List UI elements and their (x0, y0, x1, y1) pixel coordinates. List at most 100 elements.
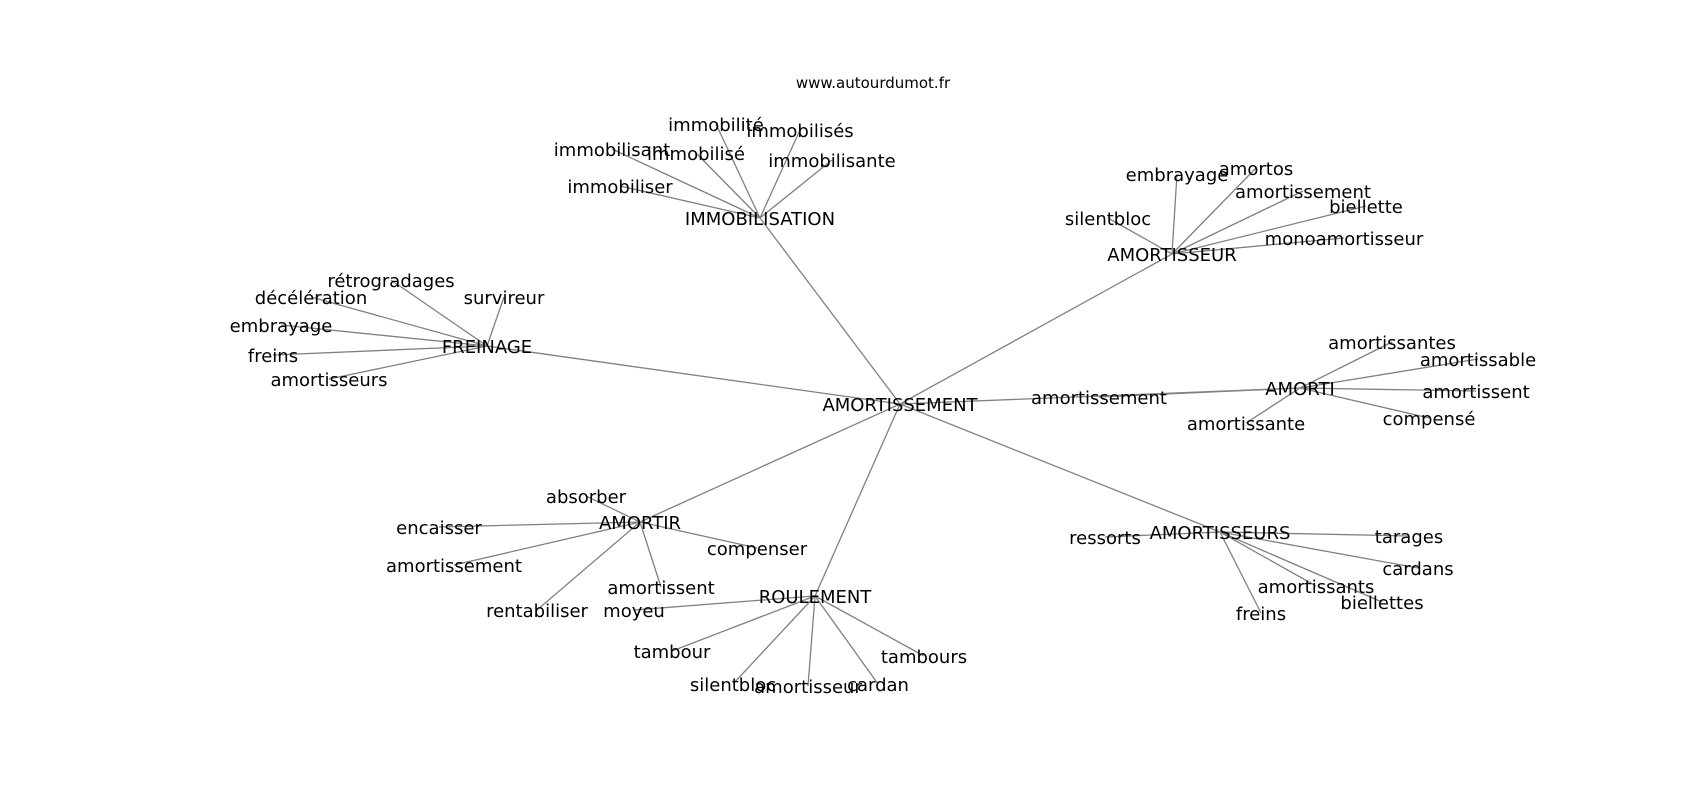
leaf-node-label: rentabiliser (486, 601, 588, 622)
edge-roulement-leaf (633, 595, 816, 611)
edge-amortir-leaf (438, 521, 641, 528)
edge-amorti-leaf (1299, 387, 1477, 392)
edge-amortisseurs-leaf (1219, 531, 1410, 537)
edge-amortisseurs-leaf (1219, 531, 1317, 587)
leaf-node-label: tarages (1375, 527, 1443, 548)
edge-amortir-leaf (536, 521, 641, 611)
graph-edges (272, 123, 1479, 687)
edge-roulement-leaf (814, 595, 925, 657)
edge-immobilisation-leaf (619, 185, 761, 219)
leaf-node-label: amortisseurs (270, 370, 387, 391)
hub-node-label: ROULEMENT (759, 587, 873, 608)
leaf-node-label: absorber (546, 487, 627, 508)
leaf-node-label: embrayage (230, 316, 333, 337)
leaf-node-label: silentbloc (1065, 209, 1151, 230)
edge-amorti-leaf (1299, 341, 1393, 389)
edge-amortisseur-leaf (1171, 173, 1178, 255)
edge-amortisseur-leaf (1171, 205, 1367, 255)
leaf-node-label: immobilisé (647, 144, 745, 165)
hub-node-label: AMORTIR (599, 513, 681, 534)
leaf-node-label: amortissement (386, 556, 522, 577)
edge-amortisseur-leaf (1171, 167, 1257, 255)
center-node-label: AMORTISSEMENT (822, 395, 978, 416)
leaf-node-label: amortissantes (1328, 333, 1456, 354)
edge-amortisseurs-leaf (1219, 531, 1419, 569)
edge-immobilisation-leaf (759, 159, 833, 219)
edge-roulement-leaf (814, 595, 879, 685)
edge-freinage-leaf (390, 279, 488, 347)
edge-amortisseur-leaf (1107, 217, 1173, 255)
leaf-node-label: embrayage (1126, 165, 1229, 186)
edge-immobilisation-leaf (695, 152, 761, 219)
edge-roulement-leaf (732, 595, 816, 685)
leaf-node-label: amortissent (607, 578, 714, 599)
edge-immobilisation-leaf (759, 129, 801, 219)
leaf-node-label: rétrogradages (327, 271, 454, 292)
leaf-node-label: ressorts (1069, 528, 1141, 549)
leaf-node-label: moyeu (603, 601, 665, 622)
edge-roulement-leaf (807, 595, 816, 687)
hub-node-label: IMMOBILISATION (685, 209, 835, 230)
edge-freinage-leaf (310, 296, 488, 347)
hub-node-label: AMORTI (1265, 379, 1335, 400)
edge-center-freinage (486, 345, 901, 405)
leaf-node-label: tambours (881, 647, 967, 668)
edge-freinage-leaf (280, 324, 488, 347)
leaf-node-label: survireur (464, 288, 545, 309)
edge-amortisseur-leaf (1171, 237, 1345, 255)
edge-amortisseurs-leaf (1219, 531, 1262, 614)
graph-labels: www.autourdumot.fr AMORTISSEMENT immobil… (230, 74, 1536, 698)
leaf-node-label: amortisseur (754, 677, 862, 698)
edge-amortisseurs-leaf (1104, 531, 1221, 538)
edge-amortisseur-leaf (1171, 190, 1304, 255)
leaf-node-label: cardan (847, 675, 909, 696)
leaf-node-label: monoamortisseur (1265, 229, 1424, 250)
edge-center-amortisseur (899, 253, 1173, 405)
leaf-node-label: amortissent (1422, 382, 1529, 403)
leaf-node-label: amortissante (1187, 414, 1305, 435)
edge-roulement-leaf (671, 595, 816, 652)
leaf-node-label: freins (1236, 604, 1286, 625)
edge-immobilisation-leaf (611, 148, 761, 219)
edge-freinage-leaf (486, 296, 505, 347)
leaf-node-label: cardans (1382, 559, 1453, 580)
edge-amorti-leaf (1098, 387, 1301, 398)
hub-node-label: AMORTISSEURS (1150, 523, 1291, 544)
site-label: www.autourdumot.fr (796, 74, 951, 92)
leaf-node-label: immobilisante (768, 151, 895, 172)
edge-freinage-leaf (272, 345, 488, 356)
edge-amortir-leaf (639, 521, 662, 588)
edge-amortir-leaf (453, 521, 641, 566)
edge-amortir-leaf (639, 521, 758, 549)
edge-center-amortir (639, 403, 901, 523)
leaf-node-label: silentbloc (690, 675, 776, 696)
leaf-node-label: immobiliser (567, 177, 673, 198)
edge-amortisseurs-leaf (1219, 531, 1383, 603)
leaf-node-label: freins (248, 346, 298, 367)
edge-amortir-leaf (585, 495, 641, 523)
hub-node-label: AMORTISSEUR (1107, 245, 1236, 266)
leaf-node-label: décélération (255, 288, 367, 309)
leaf-node-label: immobilité (668, 115, 764, 136)
leaf-node-label: amortissable (1420, 350, 1536, 371)
edge-freinage-leaf (328, 345, 488, 380)
leaf-node-label: amortos (1219, 159, 1293, 180)
edge-center-immobilisation (759, 217, 901, 405)
edge-amorti-leaf (1299, 387, 1430, 419)
leaf-node-label: compenser (707, 539, 808, 560)
leaf-node-label: tambour (634, 642, 711, 663)
leaf-node-label: encaisser (396, 518, 482, 539)
hub-node-label: FREINAGE (442, 337, 532, 358)
edge-immobilisation-leaf (715, 123, 761, 219)
leaf-node-label: compensé (1383, 409, 1476, 430)
leaf-node-label: immobilisant (554, 140, 670, 161)
edge-amorti-leaf (1245, 387, 1301, 424)
edge-center-roulement (814, 403, 901, 597)
leaf-node-label: amortissants (1258, 577, 1375, 598)
edge-amorti-leaf (1299, 358, 1479, 389)
leaf-node-label: amortissement (1031, 388, 1167, 409)
edge-center-amortisseurs (899, 403, 1221, 533)
leaf-node-label: amortissement (1235, 182, 1371, 203)
leaf-node-label: biellette (1329, 197, 1403, 218)
